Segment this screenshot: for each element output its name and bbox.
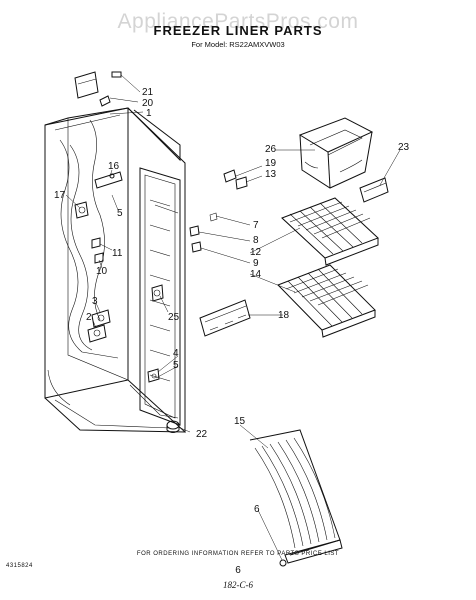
freezer-liner xyxy=(44,107,186,434)
callout-10: 10 xyxy=(96,266,108,277)
callout-22: 22 xyxy=(196,429,208,440)
callout-7: 7 xyxy=(253,220,259,231)
callout-18: 18 xyxy=(278,310,290,321)
watermark: AppliancePartsPros.com xyxy=(118,10,359,33)
callout-15: 15 xyxy=(234,416,246,427)
callout-2: 2 xyxy=(86,312,92,323)
callout-23: 23 xyxy=(398,142,410,153)
callout-9: 9 xyxy=(253,258,259,269)
doc-number: 4315824 xyxy=(6,563,33,569)
part-15-rack xyxy=(249,429,343,567)
parts-7-8-12-9 xyxy=(154,204,218,253)
callout-4: 4 xyxy=(173,348,179,359)
model-subtitle: For Model: RS22AMXVW03 xyxy=(191,40,284,49)
callout-14: 14 xyxy=(250,269,262,280)
callout-21: 21 xyxy=(142,87,154,98)
ice-bucket xyxy=(298,117,374,189)
leader-lines xyxy=(65,74,401,561)
callout-5-lower: 5 xyxy=(173,360,179,371)
callout-20: 20 xyxy=(142,98,154,109)
callout-6: 6 xyxy=(254,504,260,515)
callout-16: 16 xyxy=(108,161,120,172)
liner-components xyxy=(74,171,164,383)
part-22-foot xyxy=(166,420,180,433)
page-number: 6 xyxy=(235,565,241,576)
part-23-bracket xyxy=(359,177,389,203)
callout-13: 13 xyxy=(265,169,277,180)
wire-shelf-lower xyxy=(277,264,376,338)
callout-8: 8 xyxy=(253,235,259,246)
callouts: 21 20 1 16 17 5 11 10 3 2 26 19 13 23 7 … xyxy=(54,87,410,515)
callout-26: 26 xyxy=(265,144,277,155)
callout-5-upper: 5 xyxy=(117,208,123,219)
handwritten-note: 182-C-6 xyxy=(223,580,253,590)
callout-17: 17 xyxy=(54,190,66,201)
callout-12: 12 xyxy=(250,247,262,258)
callout-11: 11 xyxy=(112,248,123,259)
part-18-cover xyxy=(199,299,251,337)
ordering-info: FOR ORDERING INFORMATION REFER TO PARTS … xyxy=(137,551,339,557)
diagram-title: FREEZER LINER PARTS xyxy=(154,23,323,38)
callout-19: 19 xyxy=(265,158,277,169)
wire-shelf-upper xyxy=(281,197,379,266)
hinge-bracket xyxy=(74,71,122,107)
callout-3: 3 xyxy=(92,296,98,307)
parts-19-13 xyxy=(223,169,248,190)
callout-25: 25 xyxy=(168,312,180,323)
callout-1: 1 xyxy=(146,108,152,119)
